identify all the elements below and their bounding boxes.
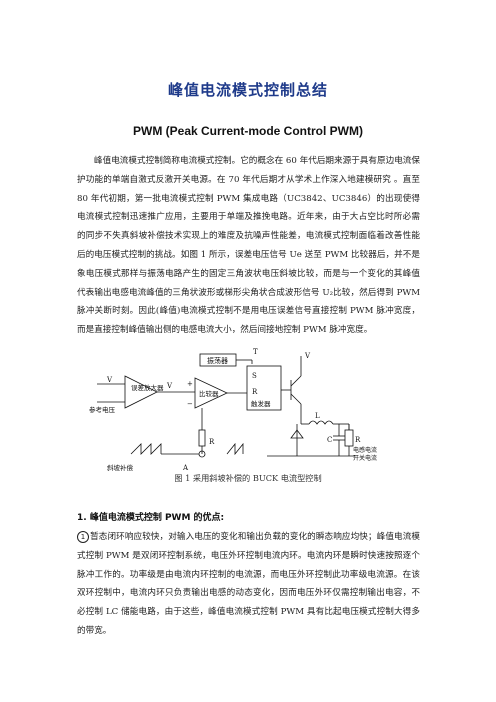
- ramp-waveform: [130, 443, 162, 455]
- flipflop-r: R: [252, 388, 258, 396]
- section-heading: 1. 峰值电流模式控制 PWM 的优点:: [77, 513, 225, 523]
- document-title: 峰值电流模式控制总结: [167, 81, 328, 99]
- comparator-minus: −: [187, 400, 193, 408]
- ramp-label: 斜坡补偿: [107, 463, 134, 472]
- inductor-label: L: [315, 412, 320, 420]
- error-amp-label: 误差放大器: [131, 383, 164, 392]
- comparator-plus: +: [187, 380, 193, 388]
- cap-label: C: [327, 436, 332, 444]
- circuit-diagram: 振荡器 误差放大器 比较器 S R 触发器 V 参考电压 V V T 斜坡补偿 …: [89, 348, 377, 472]
- period-label: T: [253, 348, 258, 356]
- intro-paragraph: 峰值电流模式控制简称电流模式控制。它的概念在 60 年代后期来源于具有原边电流保…: [77, 156, 420, 336]
- flipflop-s: S: [252, 372, 257, 380]
- reference-label: 参考电压: [89, 405, 116, 414]
- ve-label: V: [166, 382, 173, 390]
- comparator-triangle: [194, 377, 228, 409]
- advantage-text: 暂态闭环响应较快，对输入电压的变化和输出负载的变化的瞬态响应均快；峰值电流模式控…: [77, 532, 420, 636]
- flipflop-label: 触发器: [251, 399, 271, 408]
- circled-number: 1: [77, 530, 89, 543]
- comparator-label: 比较器: [199, 389, 219, 398]
- vi-label: V: [304, 352, 311, 360]
- flipflop-box: [246, 365, 282, 411]
- figure-caption: 图 1 采用斜坡补偿的 BUCK 电流型控制: [174, 473, 322, 483]
- document-subtitle: PWM (Peak Current-mode Control PWM): [133, 124, 363, 138]
- sense-resistor: [198, 429, 206, 447]
- load-label: R: [355, 436, 361, 444]
- vo-label: V: [106, 376, 113, 384]
- inductor-current-label: 电感电流: [353, 446, 377, 454]
- rs-label: R: [209, 438, 215, 446]
- error-amp-triangle: [124, 375, 158, 409]
- oscillator-label: 振荡器: [207, 356, 228, 365]
- node-a-label: A: [182, 464, 189, 472]
- switch-current-label: 开关电流: [353, 454, 377, 462]
